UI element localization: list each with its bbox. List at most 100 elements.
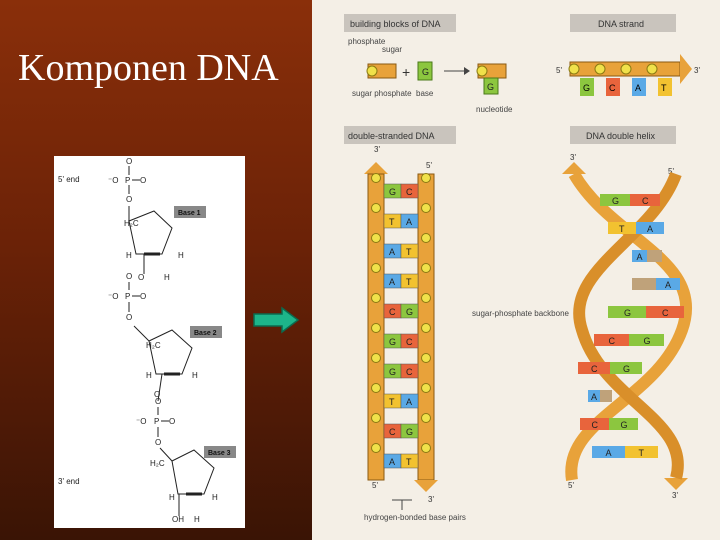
- phosphate-dot: [372, 444, 381, 453]
- svg-text:T: T: [639, 448, 645, 458]
- sugar-phosphate-label: sugar phosphate: [352, 89, 412, 98]
- svg-text:C: C: [389, 307, 396, 317]
- svg-text:C: C: [662, 308, 669, 318]
- phosphate-dot: [422, 444, 431, 453]
- svg-text:5': 5': [556, 66, 562, 75]
- svg-text:T: T: [389, 397, 395, 407]
- svg-text:H: H: [146, 371, 152, 380]
- phosphate-dot: [422, 384, 431, 393]
- helix-base-pair: A: [632, 278, 680, 290]
- phosphate-dot: [422, 324, 431, 333]
- phosphate-dot: [372, 414, 381, 423]
- phosphate-dot: [422, 204, 431, 213]
- svg-text:O: O: [154, 390, 160, 399]
- svg-text:H: H: [194, 515, 200, 524]
- dna-illustration: building blocks of DNA DNA strand double…: [312, 0, 720, 540]
- base-box-2: Base 2: [190, 326, 222, 338]
- svg-text:3': 3': [374, 145, 380, 154]
- sugar-ring-1: [129, 206, 172, 274]
- svg-text:C: C: [389, 427, 396, 437]
- phosphate-dot: [422, 354, 431, 363]
- phosphate-dot: [372, 174, 381, 183]
- sugar-phosphate-unit: [367, 64, 396, 78]
- three-prime-end-label: 3' end: [58, 477, 80, 486]
- sugar-label: sugar: [382, 45, 402, 54]
- svg-text:5': 5': [426, 161, 432, 170]
- nucleotide-label: nucleotide: [476, 105, 513, 114]
- svg-text:H: H: [169, 493, 175, 502]
- svg-text:A: A: [389, 277, 395, 287]
- svg-text:A: A: [406, 217, 412, 227]
- svg-text:C: C: [609, 336, 616, 346]
- svg-text:O: O: [126, 157, 132, 166]
- svg-text:O: O: [138, 273, 144, 282]
- svg-text:A: A: [665, 280, 671, 290]
- svg-text:H: H: [126, 251, 132, 260]
- svg-text:O: O: [140, 292, 146, 301]
- svg-text:G: G: [623, 364, 630, 374]
- svg-text:Base 1: Base 1: [178, 210, 201, 217]
- svg-text:O: O: [169, 417, 175, 426]
- svg-text:H: H: [212, 493, 218, 502]
- svg-text:+: +: [402, 64, 410, 80]
- svg-text:O: O: [140, 176, 146, 185]
- svg-text:C: C: [642, 196, 649, 206]
- dna-structure-figure: building blocks of DNA DNA strand double…: [312, 0, 720, 540]
- svg-text:⁻O: ⁻O: [136, 417, 146, 426]
- phosphate-dot: [422, 174, 431, 183]
- svg-text:P: P: [125, 176, 130, 185]
- svg-text:H₂C: H₂C: [146, 341, 161, 350]
- svg-text:Base 2: Base 2: [194, 330, 217, 337]
- phosphate-dot: [372, 294, 381, 303]
- svg-text:C: C: [406, 187, 413, 197]
- svg-text:G: G: [389, 187, 396, 197]
- svg-text:A: A: [647, 224, 653, 234]
- nucleotide-unit: G: [477, 64, 506, 94]
- phosphate-dot: [422, 294, 431, 303]
- panel-title-double-stranded: double-stranded DNA: [348, 131, 435, 141]
- svg-text:3': 3': [694, 66, 700, 75]
- svg-text:G: G: [583, 83, 590, 93]
- svg-text:G: G: [644, 336, 651, 346]
- slide-title: Komponen DNA: [18, 46, 279, 90]
- svg-text:T: T: [406, 277, 412, 287]
- helix-base-pair: A: [588, 390, 612, 402]
- svg-text:Base 3: Base 3: [208, 450, 231, 457]
- svg-text:3': 3': [428, 495, 434, 504]
- phosphate-dot: [372, 264, 381, 273]
- base-box-1: Base 1: [174, 206, 206, 218]
- svg-text:P: P: [154, 417, 159, 426]
- svg-text:T: T: [661, 83, 667, 93]
- svg-text:G: G: [487, 82, 494, 92]
- svg-text:C: C: [406, 367, 413, 377]
- svg-text:H₂C: H₂C: [124, 219, 139, 228]
- phosphate-dot: [372, 324, 381, 333]
- svg-text:C: C: [406, 337, 413, 347]
- svg-text:G: G: [621, 420, 628, 430]
- svg-text:G: G: [389, 337, 396, 347]
- svg-text:T: T: [619, 224, 625, 234]
- phosphate-dot: [422, 264, 431, 273]
- svg-text:H: H: [192, 371, 198, 380]
- svg-text:O: O: [126, 272, 132, 281]
- svg-text:T: T: [389, 217, 395, 227]
- svg-text:T: T: [406, 457, 412, 467]
- phosphate-dot: [372, 354, 381, 363]
- five-prime-end-label: 5' end: [58, 175, 80, 184]
- svg-text:A: A: [635, 83, 641, 93]
- base-label: base: [416, 89, 434, 98]
- backbone-label: sugar-phosphate backbone: [472, 309, 570, 318]
- svg-text:H: H: [164, 273, 170, 282]
- svg-text:3': 3': [570, 153, 576, 162]
- svg-text:⁻O: ⁻O: [108, 176, 118, 185]
- phosphate-group-3: O ⁻OPO O: [136, 397, 175, 447]
- svg-text:G: G: [406, 307, 413, 317]
